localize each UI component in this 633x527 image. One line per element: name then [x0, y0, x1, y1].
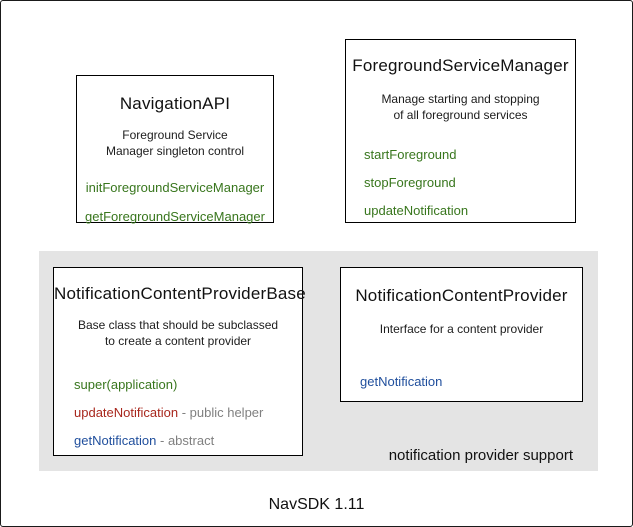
class-title: NavigationAPI	[119, 94, 231, 113]
class-description: Base class that should be subclassed to …	[54, 317, 302, 349]
class-description: Manage starting and stopping of all fore…	[346, 91, 575, 123]
class-description-line: Manager singleton control	[105, 144, 245, 158]
method-item: stopForeground	[364, 175, 456, 190]
method-item: initForegroundServiceManager	[85, 180, 265, 195]
method-item: updateNotification	[364, 203, 469, 218]
method-item: getForegroundServiceManager	[85, 209, 265, 224]
class-box-notification-content-provider-base: NotificationContentProviderBase Base cla…	[53, 267, 306, 456]
method-item: getNotification	[360, 374, 443, 389]
class-box-navigation-api: NavigationAPI Foreground Service Manager…	[76, 75, 274, 224]
method-name: updateNotification	[74, 405, 179, 420]
class-description: Interface for a content provider	[341, 321, 582, 337]
method-list: startForeground stopForeground updateNot…	[346, 147, 575, 218]
method-item: updateNotification - public helper	[74, 405, 302, 420]
class-title: NotificationContentProvider	[355, 286, 568, 305]
method-name: super(application)	[74, 377, 178, 392]
method-annotation: - public helper	[181, 405, 264, 420]
class-description-line: of all foreground services	[393, 108, 528, 122]
class-description-line: Base class that should be subclassed	[77, 318, 279, 332]
group-label: notification provider support	[388, 447, 573, 464]
method-item: super(application)	[74, 377, 302, 392]
class-box-notification-content-provider: NotificationContentProvider Interface fo…	[340, 267, 583, 402]
method-list: initForegroundServiceManager getForegrou…	[77, 180, 273, 224]
class-description-line: Interface for a content provider	[379, 322, 544, 336]
diagram-title: NavSDK 1.11	[268, 496, 365, 513]
class-description: Foreground Service Manager singleton con…	[77, 127, 273, 159]
class-box-foreground-service-manager: ForegroundServiceManager Manage starting…	[345, 39, 576, 223]
method-annotation: - abstract	[160, 433, 215, 448]
method-item: getNotification - abstract	[74, 433, 302, 448]
method-list: getNotification	[341, 374, 582, 389]
method-name: getNotification	[74, 433, 157, 448]
method-item: startForeground	[364, 147, 457, 162]
class-title: ForegroundServiceManager	[352, 56, 569, 75]
class-description-line: Manage starting and stopping	[381, 92, 540, 106]
class-title: NotificationContentProviderBase	[54, 284, 306, 303]
class-description-line: Foreground Service	[122, 128, 228, 142]
class-description-line: to create a content provider	[104, 334, 252, 348]
method-list: super(application) updateNotification - …	[54, 377, 302, 448]
